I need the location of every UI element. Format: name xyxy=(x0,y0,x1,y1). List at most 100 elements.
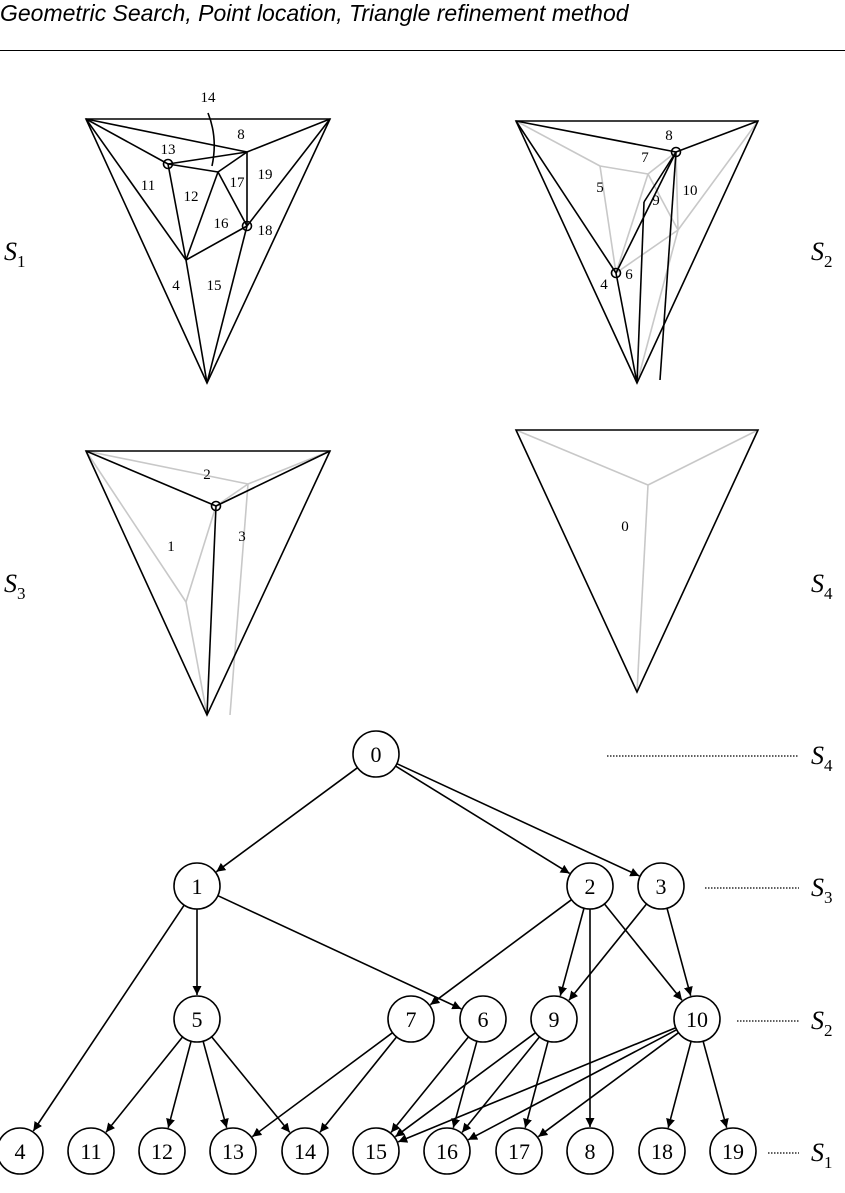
tree-edge-0-to-2 xyxy=(395,765,571,875)
panel-s2-region-labels: 8 7 5 9 10 4 6 xyxy=(596,128,697,293)
page-title: Geometric Search, Point location, Triang… xyxy=(0,0,629,26)
panel-label-s4: S4 xyxy=(811,569,833,603)
tree-node-label: 5 xyxy=(192,1007,203,1032)
region-label: 8 xyxy=(665,128,673,144)
tree-node-label: 6 xyxy=(478,1007,489,1032)
tree-node-circle xyxy=(423,1127,471,1175)
tree-node-label: 16 xyxy=(436,1139,458,1164)
panel-s3-region-labels: 2 1 3 xyxy=(167,467,246,555)
tree-node-circle xyxy=(352,1127,400,1175)
tree-edge-5-to-12 xyxy=(166,1040,192,1129)
tree-node-circle xyxy=(495,1127,543,1175)
tree-node-label: 15 xyxy=(365,1139,387,1164)
tree-node-circle xyxy=(0,1127,44,1175)
panel-label-s1: S1 xyxy=(4,237,26,271)
tree-edge-10-to-17 xyxy=(537,1032,679,1138)
region-label: 18 xyxy=(258,223,273,239)
tree-node-circle xyxy=(566,1127,614,1175)
tree-edge-5-to-11 xyxy=(105,1036,184,1133)
panel-label-s2: S2 xyxy=(811,237,833,271)
tree-node-circle xyxy=(673,995,721,1043)
tree-node-circle xyxy=(173,995,221,1043)
tree-edge-5-to-13 xyxy=(202,1040,229,1129)
tree-node-label: 1 xyxy=(192,874,203,899)
tree-edges xyxy=(32,762,729,1143)
tree-node-4: 4 xyxy=(0,1127,44,1175)
tree-edge-10-to-15 xyxy=(397,1026,677,1143)
tree-node-label: 3 xyxy=(656,874,667,899)
region-label: 8 xyxy=(237,127,245,143)
region-label: 15 xyxy=(207,278,222,294)
tree-edge-7-to-13 xyxy=(251,1032,393,1138)
triangulation-edges xyxy=(514,120,760,385)
region-label: 9 xyxy=(652,193,660,209)
tree-edge-7-to-14 xyxy=(319,1036,398,1133)
level-label-s1: S1 xyxy=(811,1138,833,1172)
vertex-marker xyxy=(241,220,253,232)
tree-node-17: 17 xyxy=(495,1127,543,1175)
vertex-marker xyxy=(210,500,222,512)
tree-edge-9-to-16 xyxy=(461,1036,541,1133)
faded-previous-edges xyxy=(515,429,759,693)
tree-node-label: 4 xyxy=(15,1139,26,1164)
region-label: 2 xyxy=(203,467,211,483)
tree-node-11: 11 xyxy=(67,1127,115,1175)
tree-node-label: 10 xyxy=(686,1007,708,1032)
tree-node-circle xyxy=(530,995,578,1043)
panel-s2 xyxy=(514,120,760,385)
outer-triangle xyxy=(84,118,332,385)
region-label: 12 xyxy=(184,189,199,205)
tree-node-label: 12 xyxy=(151,1139,173,1164)
tree-node-circle xyxy=(638,1127,686,1175)
panel-s1 xyxy=(84,112,332,385)
tree-edge-5-to-14 xyxy=(210,1036,291,1133)
tree-node-12: 12 xyxy=(138,1127,186,1175)
tree-edge-1-to-4 xyxy=(32,904,185,1132)
region-label: 16 xyxy=(214,216,230,232)
region-label: 5 xyxy=(596,180,604,196)
tree-edge-10-to-19 xyxy=(702,1040,729,1129)
tree-node-15: 15 xyxy=(352,1127,400,1175)
outer-triangle xyxy=(84,450,332,717)
tree-node-8: 8 xyxy=(566,1127,614,1175)
region-label: 0 xyxy=(621,519,629,535)
region-label: 4 xyxy=(600,277,608,293)
tree-node-19: 19 xyxy=(709,1127,757,1175)
tree-node-13: 13 xyxy=(209,1127,257,1175)
tree-node-label: 0 xyxy=(371,742,382,767)
level-label-s2: S2 xyxy=(811,1006,833,1040)
tree-node-circle xyxy=(281,1127,329,1175)
panel-s4 xyxy=(514,429,760,694)
triangulation-edges xyxy=(85,112,331,384)
tree-edge-2-to-9 xyxy=(558,907,585,997)
tree-edge-2-to-7 xyxy=(429,899,572,1006)
tree-edge-6-to-15 xyxy=(390,1036,470,1133)
tree-node-label: 19 xyxy=(722,1139,744,1164)
region-label: 13 xyxy=(161,142,176,158)
tree-node-2: 2 xyxy=(566,862,614,910)
tree-node-circle xyxy=(387,995,435,1043)
tree-node-3: 3 xyxy=(637,862,685,910)
tree-node-18: 18 xyxy=(638,1127,686,1175)
region-label: 14 xyxy=(201,90,217,106)
tree-edge-9-to-15 xyxy=(394,1032,536,1138)
tree-node-1: 1 xyxy=(173,862,221,910)
outer-triangle xyxy=(514,120,760,385)
region-label: 6 xyxy=(625,267,633,283)
tree-node-9: 9 xyxy=(530,995,578,1043)
tree-edge-1-to-6 xyxy=(217,894,462,1010)
vertex-marker xyxy=(670,146,682,158)
tree-node-label: 14 xyxy=(294,1139,316,1164)
region-label: 7 xyxy=(641,150,649,166)
outer-triangle xyxy=(514,429,760,694)
tree-node-label: 7 xyxy=(406,1007,417,1032)
tree-node-16: 16 xyxy=(423,1127,471,1175)
tree-node-circle xyxy=(637,862,685,910)
tree-edge-10-to-18 xyxy=(666,1040,692,1129)
tree-node-circle xyxy=(709,1127,757,1175)
faded-previous-edges xyxy=(515,120,759,384)
panel-s4-region-labels: 0 xyxy=(621,519,629,535)
